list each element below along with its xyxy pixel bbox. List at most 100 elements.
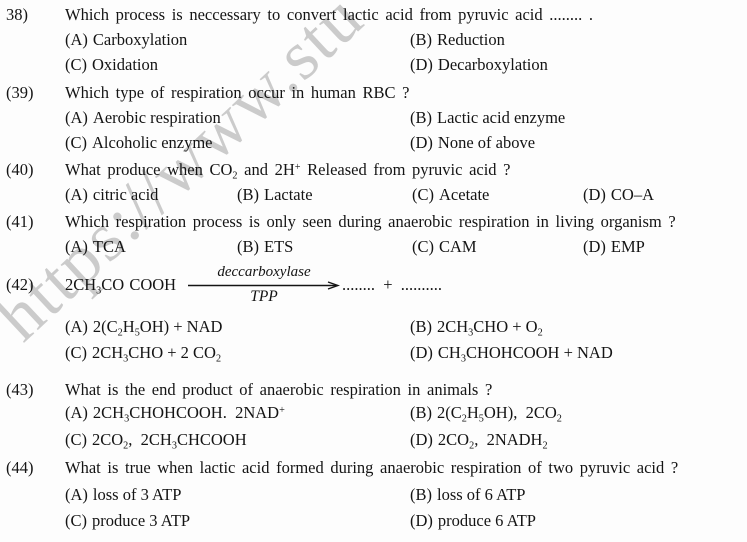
- question-44-number: (44): [6, 458, 34, 477]
- option-label: (D): [583, 237, 606, 256]
- option-label: (A): [65, 403, 88, 422]
- option-label: (C): [65, 511, 87, 530]
- option-text: 2CH3CHO + 2 CO2: [92, 343, 222, 365]
- option-text: ETS: [264, 237, 294, 256]
- option-text: Acetate: [439, 185, 490, 204]
- option-text: produce 3 ATP: [92, 511, 191, 530]
- option-text: loss of 3 ATP: [92, 485, 182, 504]
- equation-cofactor-label: TPP: [250, 288, 278, 305]
- question-38-option-a: (A)Carboxylation: [65, 29, 187, 50]
- option-label: (B): [410, 108, 432, 127]
- option-text: None of above: [437, 133, 536, 152]
- question-43-option-a: (A)2CH3CHOHCOOH. 2NAD+: [65, 402, 285, 425]
- option-text: Carboxylation: [92, 30, 188, 49]
- option-label: (B): [237, 185, 259, 204]
- question-40: (40) What produce when CO2 and 2H+ Relea…: [0, 159, 747, 182]
- question-38-option-c: (C) Oxidation: [65, 54, 158, 75]
- equation-products: ........ + ..........: [342, 275, 443, 294]
- option-label: (D): [410, 133, 433, 152]
- option-text: produce 6 ATP: [437, 511, 536, 530]
- question-44-option-a: (A)loss of 3 ATP: [65, 484, 181, 505]
- question-43-text: What is the end product of anaerobic res…: [65, 380, 493, 399]
- question-41-number: (41): [6, 212, 34, 231]
- question-41-option-c: (C) CAM: [412, 236, 477, 257]
- option-text: Lactic acid enzyme: [437, 108, 566, 127]
- question-40-option-a: (A)citric acid: [65, 184, 158, 205]
- question-44: (44) What is true when lactic acid forme…: [0, 457, 747, 478]
- option-text: Oxidation: [92, 55, 158, 74]
- option-text: 2CH3CHO + O2: [437, 317, 543, 339]
- question-39-option-c: (C)Alcoholic enzyme: [65, 132, 213, 153]
- option-label: (A): [65, 485, 88, 504]
- question-41-option-b: (B) ETS: [237, 236, 293, 257]
- question-38-number: 38): [6, 5, 28, 24]
- equation-arrow-group: deccarboxylase TPP: [188, 264, 340, 305]
- question-39-text: Which type of respiration occur in human…: [65, 83, 410, 102]
- question-42-option-c: (C)2CH3CHO + 2 CO2: [65, 342, 222, 365]
- option-text: TCA: [92, 237, 126, 256]
- option-text: Lactate: [264, 185, 313, 204]
- question-40-option-b: (B) Lactate: [237, 184, 313, 205]
- option-text: CO–A: [610, 185, 654, 204]
- question-41-option-a: (A)TCA: [65, 236, 126, 257]
- question-43-number: (43): [6, 380, 34, 399]
- equation-reactant: 2CH3CO COOH: [65, 275, 177, 297]
- question-42: (42) 2CH3CO COOH ........ + ..........: [0, 274, 747, 297]
- question-39-options-row-2: (C)Alcoholic enzyme (D)None of above: [0, 132, 747, 153]
- question-39-option-d: (D)None of above: [410, 132, 535, 153]
- question-39-option-a: (A)Aerobic respiration: [65, 107, 221, 128]
- question-41-text: Which respiration process is only seen d…: [65, 212, 676, 231]
- question-40-options-row: (A)citric acid (B)Lactate (C)Acetate (D)…: [0, 184, 747, 205]
- question-42-options-row-1: (A)2(C2H5OH) + NAD (B)2CH3CHO + O2: [0, 316, 747, 339]
- question-44-option-c: (C) produce 3 ATP: [65, 510, 190, 531]
- option-label: (C): [65, 55, 87, 74]
- equation-enzyme-label: deccarboxylase: [217, 264, 311, 280]
- question-41: (41) Which respiration process is only s…: [0, 211, 747, 232]
- question-38-text: Which process is neccessary to convert l…: [65, 5, 594, 24]
- option-label: (B): [237, 237, 259, 256]
- question-42-options-row-2: (C)2CH3CHO + 2 CO2 (D)CH3CHOHCOOH + NAD: [0, 342, 747, 365]
- question-44-option-b: (B) loss of 6 ATP: [410, 484, 525, 505]
- option-text: Reduction: [437, 30, 505, 49]
- question-44-option-d: (D)produce 6 ATP: [410, 510, 536, 531]
- option-text: 2CO2, 2CH3CHCOOH: [92, 430, 247, 452]
- option-text: CAM: [439, 237, 477, 256]
- option-label: (C): [412, 237, 434, 256]
- question-43-options-row-2: (C)2CO2, 2CH3CHCOOH (D)2CO2, 2NADH2: [0, 429, 747, 452]
- option-label: (A): [65, 237, 88, 256]
- question-40-text: What produce when CO2 and 2H+ Released f…: [65, 160, 511, 182]
- question-40-option-d: (D)CO–A: [583, 184, 654, 205]
- option-label: (B): [410, 485, 432, 504]
- option-text: loss of 6 ATP: [437, 485, 526, 504]
- question-42-option-d: (D)CH3CHOHCOOH + NAD: [410, 342, 613, 365]
- option-label: (D): [410, 343, 433, 362]
- option-label: (A): [65, 108, 88, 127]
- question-39-options-row-1: (A)Aerobic respiration (B) Lactic acid en…: [0, 107, 747, 128]
- reaction-arrow-icon: [188, 281, 340, 290]
- option-label: (D): [583, 185, 606, 204]
- question-44-options-row-1: (A)loss of 3 ATP (B) loss of 6 ATP: [0, 484, 747, 505]
- option-label: (A): [65, 185, 88, 204]
- option-text: Alcoholic enzyme: [92, 133, 213, 152]
- option-text: 2(C2H5OH) + NAD: [92, 317, 223, 339]
- question-44-options-row-2: (C) produce 3 ATP (D)produce 6 ATP: [0, 510, 747, 531]
- question-43: (43) What is the end product of anaerobi…: [0, 379, 747, 400]
- question-41-option-d: (D)EMP: [583, 236, 645, 257]
- question-39-option-b: (B) Lactic acid enzyme: [410, 107, 565, 128]
- option-text: 2CO2, 2NADH2: [437, 430, 548, 452]
- question-42-number: (42): [6, 275, 34, 294]
- option-text: Decarboxylation: [437, 55, 548, 74]
- question-41-options-row: (A)TCA (B) ETS (C) CAM (D)EMP: [0, 236, 747, 257]
- option-text: 2CH3CHOHCOOH. 2NAD+: [92, 403, 285, 425]
- option-text: CH3CHOHCOOH + NAD: [437, 343, 613, 365]
- option-label: (C): [65, 430, 87, 449]
- question-39: (39) Which type of respiration occur in …: [0, 82, 747, 103]
- question-38-options-row-1: (A)Carboxylation (B) Reduction: [0, 29, 747, 50]
- question-40-number: (40): [6, 160, 34, 179]
- question-43-options-row-1: (A)2CH3CHOHCOOH. 2NAD+ (B)2(C2H5OH), 2CO…: [0, 402, 747, 425]
- option-label: (D): [410, 55, 433, 74]
- option-label: (B): [410, 317, 432, 336]
- option-label: (B): [410, 30, 432, 49]
